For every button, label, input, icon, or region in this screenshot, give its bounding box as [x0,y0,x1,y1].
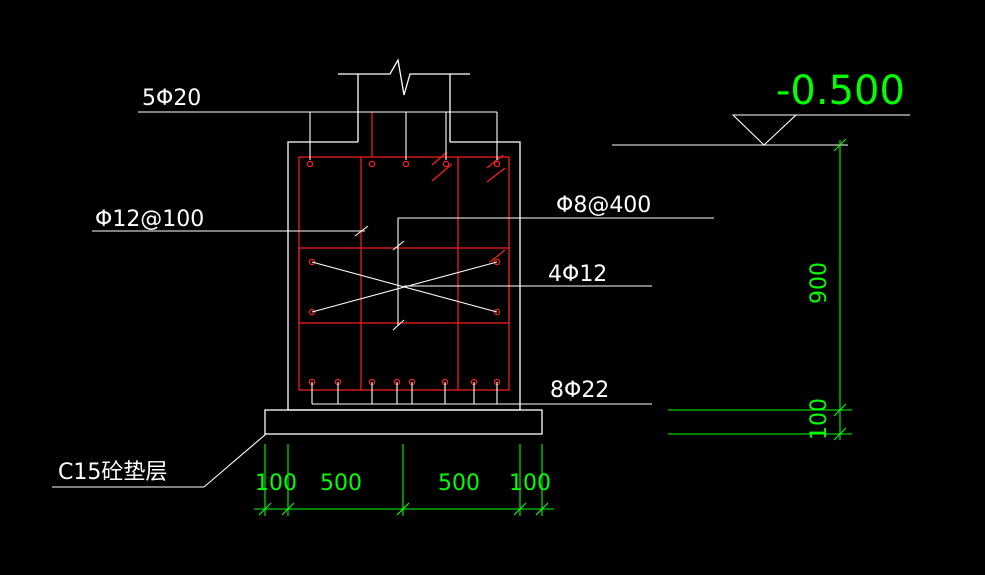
dim-horizontal-3: 500 [438,471,480,496]
bottom-bars-label: 8Φ22 [550,378,609,403]
tie-bars-label: Φ8@400 [556,193,651,218]
dim-horizontal-2: 500 [320,471,362,496]
cushion-label: C15砼垫层 [58,460,167,485]
top-bars-label: 5Φ20 [142,86,201,111]
dim-horizontal-4: 100 [509,471,551,496]
rebar-cage [298,112,510,391]
leader-lines [52,111,910,488]
concrete-outline [264,58,543,435]
stirrup-main-label: Φ12@100 [95,207,204,232]
dim-vertical-900: 900 [807,262,832,304]
elevation-label: -0.500 [776,68,905,114]
dim-vertical-100: 100 [807,398,832,440]
dim-horizontal-1: 100 [255,471,297,496]
dimension-lines [254,138,852,516]
side-bars-label: 4Φ12 [548,262,607,287]
